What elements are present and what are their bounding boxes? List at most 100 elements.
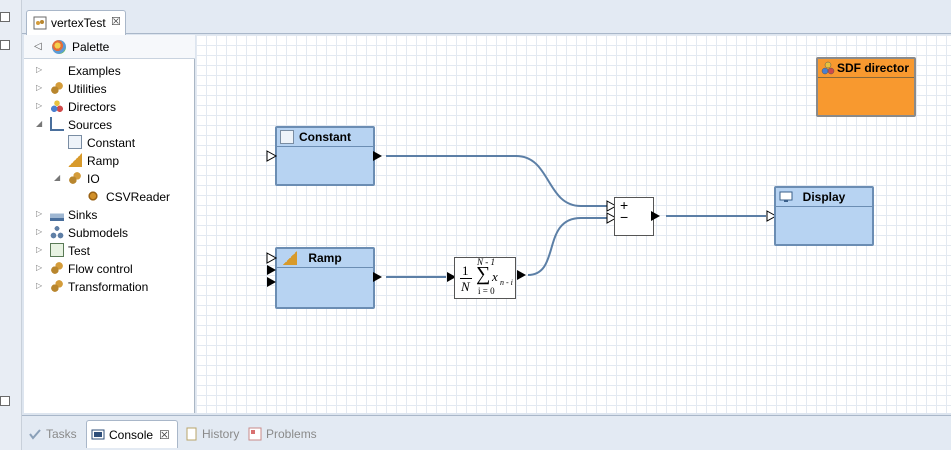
step-input-port[interactable] — [266, 276, 278, 288]
palette-title: Palette — [72, 40, 110, 54]
editor-tab-bar: vertexTest ☒ — [22, 0, 951, 35]
submodels-icon — [50, 225, 64, 239]
tab-label: Tasks — [46, 427, 77, 441]
tab-vertextest[interactable]: vertexTest ☒ — [26, 10, 126, 35]
palette-item-label: Transformation — [68, 280, 149, 294]
actor-label: Ramp — [277, 249, 373, 268]
sources-icon — [50, 117, 64, 131]
monitor-icon — [779, 191, 793, 202]
tab-label: History — [202, 427, 240, 441]
actor-label: Display — [776, 188, 872, 207]
collapse-icon[interactable]: ◢ — [36, 119, 43, 128]
moving-average-actor[interactable]: 1 N N - 1 ∑ i = 0 x n - i — [454, 257, 516, 299]
sinks-icon — [50, 207, 64, 221]
input-port[interactable] — [766, 210, 778, 222]
expand-icon[interactable]: ▷ — [36, 209, 43, 218]
link-constant-to-adder — [386, 155, 610, 207]
model-file-icon — [33, 16, 47, 30]
output-port[interactable] — [372, 150, 384, 162]
input-port[interactable] — [446, 271, 458, 283]
sigma-symbol: ∑ — [476, 263, 491, 285]
tasks-icon — [29, 429, 41, 440]
palette-item-label: Sources — [68, 118, 113, 132]
tab-problems[interactable]: Problems — [248, 420, 323, 448]
plus-input-port[interactable] — [606, 200, 618, 212]
palette-item-label: Examples — [68, 64, 121, 78]
palette-item-label: Sinks — [68, 208, 98, 222]
collapse-arrow-icon[interactable]: ◁ — [34, 41, 42, 52]
view-menu-icon[interactable] — [0, 40, 10, 50]
gears-icon — [50, 81, 64, 95]
expand-icon[interactable]: ▷ — [36, 227, 43, 236]
minus-input-port[interactable] — [606, 212, 618, 224]
palette-item-label: Submodels — [68, 226, 129, 240]
actor-label: Constant — [277, 128, 373, 147]
tab-label: Console — [109, 428, 154, 442]
ramp-icon — [68, 153, 82, 167]
init-input-port[interactable] — [266, 264, 278, 276]
close-icon[interactable]: ☒ — [111, 16, 121, 28]
connection-layer — [386, 155, 766, 278]
minus-sign: − — [620, 209, 629, 225]
left-side-strip — [0, 0, 22, 450]
output-port[interactable] — [372, 271, 384, 283]
palette-panel: ◁ Palette ▷ Examples ▷ Utilities ▷ Direc… — [24, 35, 195, 413]
add-subtract-actor[interactable]: + − — [614, 197, 654, 236]
sum-lower-bound: i = 0 — [478, 286, 495, 296]
trigger-input-port[interactable] — [266, 150, 278, 162]
directors-icon — [50, 99, 64, 113]
restore-icon[interactable] — [0, 12, 10, 22]
palette-item-label: Utilities — [68, 82, 107, 96]
palette-item-label: Constant — [87, 136, 136, 150]
expand-icon[interactable]: ▷ — [36, 263, 43, 272]
expand-icon[interactable]: ▷ — [36, 281, 43, 290]
console-icon — [91, 429, 105, 440]
gears-icon — [50, 261, 64, 275]
avg-numerator: 1 — [462, 263, 469, 278]
history-icon — [186, 427, 197, 441]
plus-sign: + — [620, 197, 629, 213]
test-icon — [50, 243, 64, 257]
bottom-panel: Tasks Console ☒ History Problems — [22, 415, 951, 450]
actor-display[interactable]: Display — [774, 186, 874, 246]
output-port[interactable] — [650, 210, 662, 222]
gears-icon — [68, 171, 82, 185]
palette-item-label: CSVReader — [106, 190, 171, 204]
problems-icon — [248, 427, 262, 441]
expand-icon[interactable]: ▷ — [36, 65, 43, 74]
tab-history[interactable]: History — [184, 420, 244, 448]
actor-constant[interactable]: Constant — [275, 126, 375, 186]
palette-item-label: Flow control — [68, 262, 133, 276]
restore-icon[interactable] — [0, 396, 10, 406]
constant-icon — [280, 130, 294, 144]
director-label: SDF director — [818, 59, 914, 78]
output-port[interactable] — [516, 269, 528, 281]
actor-ramp[interactable]: Ramp — [275, 247, 375, 309]
palette-item-label: Directors — [68, 100, 117, 114]
trigger-input-port[interactable] — [266, 252, 278, 264]
model-canvas[interactable]: SDF director Constant Ramp 1 N N - 1 ∑ i… — [196, 35, 951, 413]
sum-upper-bound: N - 1 — [477, 257, 495, 267]
collapse-icon[interactable]: ◢ — [54, 173, 61, 182]
gear-icon — [86, 189, 100, 203]
gears-icon — [50, 279, 64, 293]
tab-label: Problems — [266, 427, 317, 441]
expand-icon[interactable]: ▷ — [36, 101, 43, 110]
editor-area: vertexTest ☒ ◁ Palette ▷ Examples ▷ Util… — [22, 0, 951, 415]
expand-icon[interactable]: ▷ — [36, 245, 43, 254]
palette-item-label: Ramp — [87, 154, 120, 168]
avg-term: x — [492, 269, 498, 284]
palette-item-label: IO — [87, 172, 100, 186]
fraction-bar — [460, 278, 472, 279]
ramp-icon — [283, 251, 297, 265]
director-icon — [821, 61, 835, 75]
palette-icon — [52, 40, 66, 54]
sdf-director[interactable]: SDF director — [816, 57, 916, 117]
palette-item-label: Test — [68, 244, 91, 258]
tab-console[interactable]: Console ☒ — [86, 420, 178, 448]
avg-denominator: N — [461, 279, 470, 294]
tab-tasks[interactable]: Tasks — [28, 420, 82, 448]
expand-icon[interactable]: ▷ — [36, 83, 43, 92]
close-icon[interactable]: ☒ — [159, 428, 170, 442]
tab-label: vertexTest — [51, 16, 106, 30]
